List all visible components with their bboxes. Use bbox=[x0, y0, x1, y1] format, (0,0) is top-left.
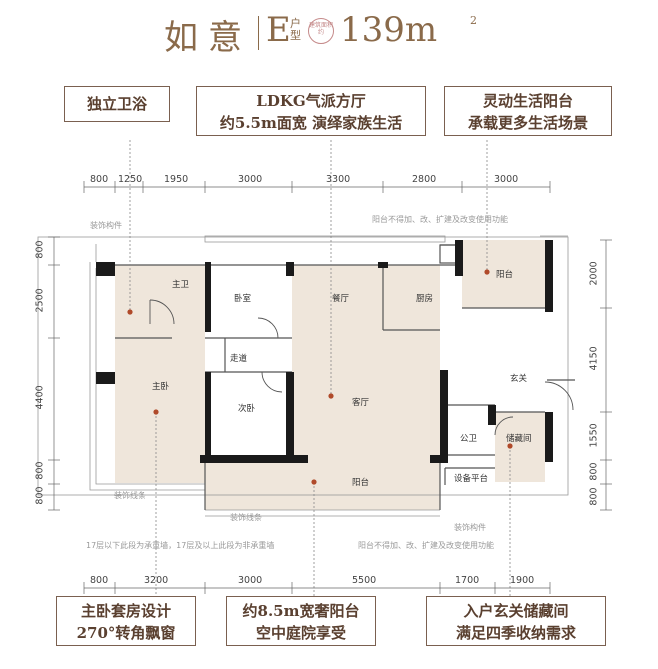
room-master-bath: 主卫 bbox=[172, 280, 190, 290]
dim-right-1: 2000 bbox=[588, 261, 600, 286]
dim-top-1: 800 bbox=[90, 174, 109, 185]
dimension-lines bbox=[48, 181, 612, 594]
area-unit-sup: 2 bbox=[470, 14, 477, 27]
dim-bottom-1: 800 bbox=[90, 575, 109, 586]
room-balcony-top: 阳台 bbox=[496, 270, 514, 280]
note-floor: 17层以下此段为承重墙，17层及以上此段为非承重墙 bbox=[86, 541, 275, 550]
callout-bottom-center: 约8.5m宽奢阳台 空中庭院享受 bbox=[226, 596, 376, 646]
callout-top-left-line-1: 独立卫浴 bbox=[86, 95, 147, 113]
dim-right-4: 800 bbox=[588, 462, 600, 481]
callout-bottom-left-line-2: 270°转角飘窗 bbox=[76, 624, 176, 642]
room-balcony-bottom: 阳台 bbox=[352, 478, 370, 488]
callout-top-center-line-2: 约5.5m面宽 演绎家族生活 bbox=[219, 114, 403, 132]
room-second-bedroom: 次卧 bbox=[238, 404, 256, 414]
dim-top-7: 3000 bbox=[494, 174, 519, 185]
door-swings bbox=[149, 299, 574, 436]
callout-top-right-line-2: 承载更多生活场景 bbox=[467, 114, 588, 132]
note-deco-right: 装饰构件 bbox=[454, 523, 486, 532]
callout-top-right: 灵动生活阳台 承载更多生活场景 bbox=[444, 86, 612, 136]
room-equipment: 设备平台 bbox=[454, 474, 489, 484]
callout-top-right-line-1: 灵动生活阳台 bbox=[482, 92, 573, 110]
callout-top-center: LDKG气派方厅 约5.5m面宽 演绎家族生活 bbox=[196, 86, 426, 136]
callout-bottom-left: 主卧套房设计 270°转角飘窗 bbox=[56, 596, 196, 646]
room-corridor: 走道 bbox=[230, 354, 248, 364]
leader-lines bbox=[129, 140, 511, 598]
callout-top-left: 独立卫浴 bbox=[64, 86, 170, 122]
plan-name: 如意 bbox=[164, 18, 252, 58]
unit-type: E bbox=[266, 10, 291, 50]
dim-left-1: 800 bbox=[34, 240, 46, 259]
room-living: 客厅 bbox=[352, 398, 370, 408]
dim-top-6: 2800 bbox=[412, 174, 437, 185]
dim-left-2: 2500 bbox=[34, 288, 46, 313]
dim-left-3: 4400 bbox=[34, 385, 46, 410]
living-dining-fill bbox=[292, 265, 440, 460]
area-seal: 建筑面积约 bbox=[308, 18, 334, 44]
dim-top-5: 3300 bbox=[326, 174, 351, 185]
room-foyer: 玄关 bbox=[510, 374, 528, 384]
title-divider bbox=[258, 16, 259, 50]
bottom-ticks bbox=[83, 582, 551, 594]
callout-bottom-center-line-2: 空中庭院享受 bbox=[255, 624, 346, 642]
master-bedroom-fill bbox=[115, 338, 205, 483]
room-storage: 储藏间 bbox=[506, 434, 532, 444]
room-public-bath: 公卫 bbox=[460, 434, 478, 444]
master-bath-fill bbox=[115, 265, 205, 338]
dim-top-4: 3000 bbox=[238, 174, 263, 185]
room-bedroom: 卧室 bbox=[234, 294, 252, 304]
balcony-top-fill bbox=[462, 240, 547, 308]
dim-bottom-6: 1900 bbox=[510, 575, 535, 586]
left-ticks bbox=[48, 236, 60, 511]
note-deco-top: 装饰构件 bbox=[90, 221, 122, 230]
dim-top-2: 1250 bbox=[118, 174, 143, 185]
callout-bottom-left-line-1: 主卧套房设计 bbox=[80, 602, 171, 620]
callout-bottom-right-line-2: 满足四季收纳需求 bbox=[455, 624, 576, 642]
dim-top-3: 1950 bbox=[164, 174, 189, 185]
dim-bottom-4: 5500 bbox=[352, 575, 377, 586]
area-value: 139m bbox=[340, 10, 438, 50]
thick-walls bbox=[96, 240, 553, 463]
note-deco-line-bottom: 装饰线条 bbox=[230, 513, 262, 522]
right-ticks bbox=[600, 239, 612, 511]
storage-fill bbox=[495, 412, 545, 482]
note-balcony-top: 阳台不得加、改、扩建及改变使用功能 bbox=[372, 215, 508, 224]
note-deco-line-left: 装饰线条 bbox=[114, 491, 146, 500]
callout-bottom-right-line-1: 入户玄关储藏间 bbox=[463, 602, 569, 620]
top-ticks bbox=[83, 181, 551, 193]
room-dining: 餐厅 bbox=[332, 294, 350, 304]
dim-bottom-5: 1700 bbox=[455, 575, 480, 586]
dim-left-4: 800 bbox=[34, 461, 46, 480]
room-kitchen: 厨房 bbox=[416, 294, 434, 304]
note-balcony-bottom: 阳台不得加、改、扩建及改变使用功能 bbox=[358, 541, 494, 550]
seal-text: 建筑面积约 bbox=[309, 22, 334, 36]
deco-lines bbox=[37, 235, 569, 517]
dim-bottom-3: 3000 bbox=[238, 575, 263, 586]
callout-markers bbox=[127, 269, 513, 485]
huxing-label: 户型 bbox=[290, 17, 301, 42]
callout-bottom-right: 入户玄关储藏间 满足四季收纳需求 bbox=[426, 596, 606, 646]
dim-right-2: 4150 bbox=[588, 346, 600, 371]
dim-right-5: 800 bbox=[588, 487, 600, 506]
callout-top-center-line-1: LDKG气派方厅 bbox=[256, 92, 366, 110]
dim-left-5: 800 bbox=[34, 486, 46, 505]
room-master-bedroom: 主卧 bbox=[152, 382, 170, 392]
dim-bottom-2: 3200 bbox=[144, 575, 169, 586]
balcony-bottom-fill bbox=[205, 460, 440, 510]
callout-bottom-center-line-1: 约8.5m宽奢阳台 bbox=[242, 602, 360, 620]
dim-right-3: 1550 bbox=[588, 423, 600, 448]
